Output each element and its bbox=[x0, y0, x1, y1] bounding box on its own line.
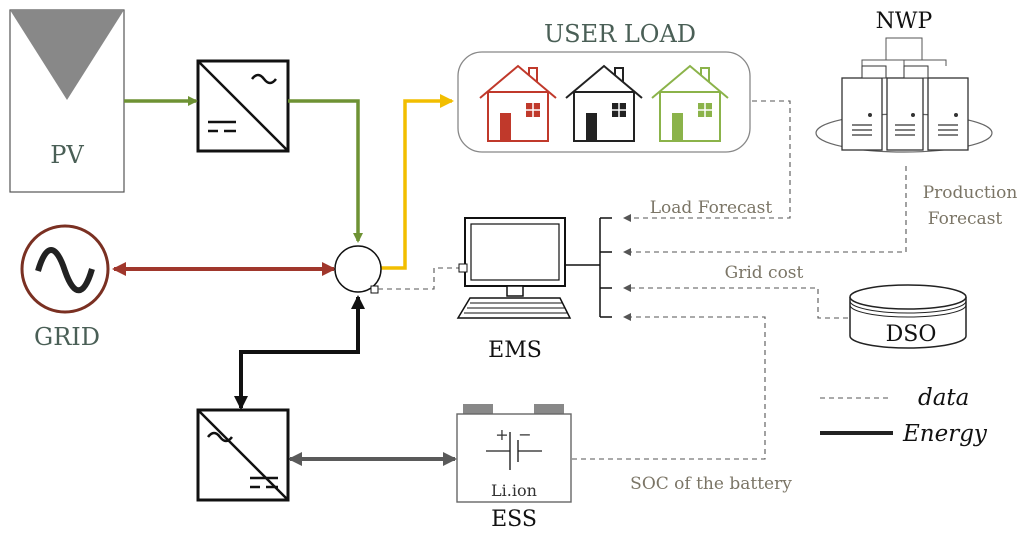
ems-data-bus bbox=[565, 217, 612, 318]
production-forecast-label-line2: Forecast bbox=[928, 209, 1003, 229]
ac-sine-icon bbox=[35, 247, 95, 294]
battery-plus: + bbox=[495, 425, 508, 444]
grid-cost-label: Grid cost bbox=[725, 263, 804, 283]
computer-icon bbox=[456, 217, 572, 319]
load-forecast-line bbox=[623, 100, 791, 222]
server-icon bbox=[927, 77, 969, 151]
grid-label: GRID bbox=[34, 323, 100, 351]
dc-ac-inverter-icon bbox=[207, 431, 233, 443]
ems-to-node-line bbox=[378, 267, 459, 290]
server-icon bbox=[886, 77, 924, 151]
battery-chem-label: Li.ion bbox=[491, 481, 537, 500]
ems-computer: EMS bbox=[456, 217, 572, 363]
bus-node bbox=[334, 245, 382, 293]
grid-cost-line bbox=[623, 284, 848, 319]
user-load-label: USER LOAD bbox=[544, 20, 696, 48]
house-icon bbox=[565, 64, 643, 142]
battery-icon bbox=[456, 404, 572, 503]
house-icon bbox=[651, 64, 729, 142]
pv-inverter bbox=[196, 59, 290, 153]
server-icon bbox=[841, 77, 883, 151]
dso-label: DSO bbox=[886, 322, 937, 347]
legend-data-label: data bbox=[918, 385, 969, 411]
house-icon bbox=[479, 64, 557, 142]
dc-ac-inverter-icon bbox=[251, 73, 277, 85]
ems-label: EMS bbox=[488, 338, 542, 363]
production-forecast-line bbox=[623, 166, 907, 256]
solar-panel-icon bbox=[10, 10, 124, 100]
ess-battery: + − Li.ion ESS bbox=[456, 404, 572, 532]
nwp-server: NWP bbox=[815, 9, 993, 153]
ess-label: ESS bbox=[491, 507, 537, 532]
production-forecast-label-line1: Production bbox=[923, 183, 1018, 203]
battery-minus: − bbox=[518, 425, 531, 444]
user-load: USER LOAD bbox=[457, 20, 751, 153]
dso-database: DSO bbox=[849, 284, 967, 349]
inverter-to-node-flow bbox=[288, 99, 363, 243]
soc-label: SOC of the battery bbox=[630, 474, 792, 494]
grid-source: GRID bbox=[20, 224, 110, 351]
ess-inverter bbox=[196, 408, 290, 502]
legend: data Energy bbox=[820, 385, 988, 447]
pv-panel: PV bbox=[9, 9, 125, 193]
soc-line bbox=[572, 313, 766, 460]
database-icon bbox=[849, 284, 967, 349]
load-forecast-label: Load Forecast bbox=[650, 198, 773, 218]
nwp-label: NWP bbox=[876, 9, 933, 34]
node-to-load-flow bbox=[381, 94, 454, 270]
pv-label: PV bbox=[50, 141, 84, 169]
legend-energy-label: Energy bbox=[902, 421, 988, 447]
node-ess-inverter-flow bbox=[234, 295, 365, 410]
